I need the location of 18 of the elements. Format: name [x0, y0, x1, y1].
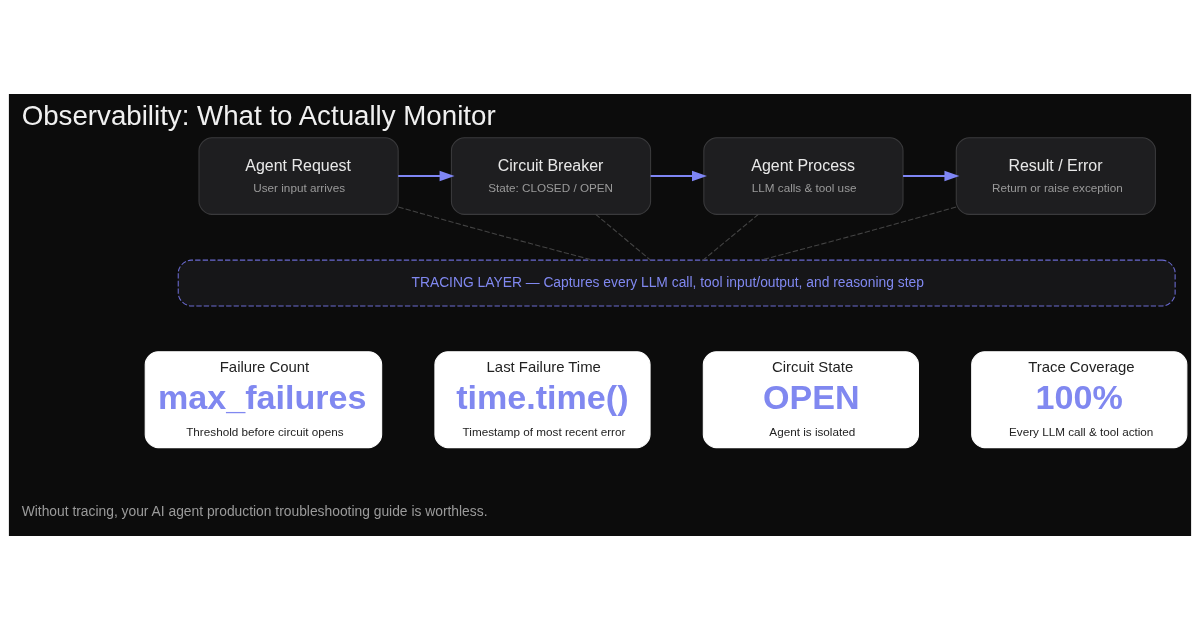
connector	[760, 206, 957, 261]
node-box: Circuit Breaker State: CLOSED / OPEN	[450, 137, 652, 215]
node-box: Failure Count max_failures Threshold before circuit opens	[144, 351, 383, 449]
node-box: Trace Coverage 100% Every LLM call & tool action	[971, 351, 1188, 449]
node-box: Circuit State OPEN Agent is isolated	[702, 351, 919, 449]
connector	[595, 213, 651, 261]
connector	[397, 206, 594, 261]
arrow	[398, 170, 455, 182]
diagram-title: Observability: What to Actually Monitor	[21, 99, 496, 131]
node-box: Result / Error Return or raise exception	[955, 137, 1156, 215]
node-box: Last Failure Time time.time() Timestamp of most recent error	[434, 351, 651, 449]
caption: Without tracing, your AI agent production troubleshooting guide is worthless.	[21, 503, 488, 520]
node-box: TRACING LAYER — Captures every LLM call, tool input/output, and reasoning step	[177, 259, 1176, 307]
arrow	[650, 170, 707, 182]
node-box: Agent Process LLM calls & tool use	[703, 137, 904, 215]
connector	[702, 213, 759, 261]
node-box: Agent Request User input arrives	[198, 137, 399, 215]
arrow	[903, 170, 960, 182]
